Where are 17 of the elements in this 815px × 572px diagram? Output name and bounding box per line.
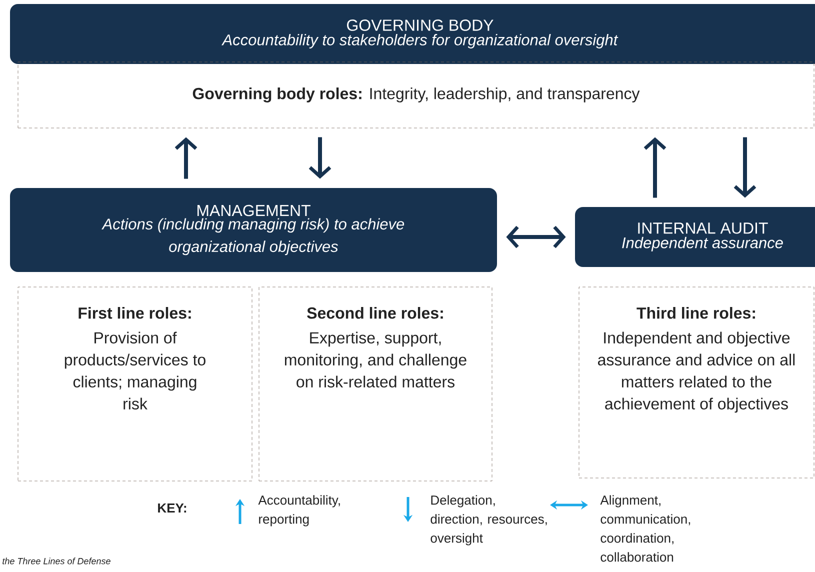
legend-text: Delegation, direction, resources, oversight — [430, 495, 547, 546]
roles-box: First line roles: Provision of products/services to clients; managing risk — [18, 286, 252, 482]
arrow — [308, 137, 332, 179]
arrow — [644, 137, 666, 198]
key-label: KEY: — [158, 504, 186, 512]
header-box: INTERNAL AUDIT Independent assurance — [575, 207, 815, 267]
header-box: GOVERNING BODY Accountability to stakeholders for organizational oversight — [10, 4, 815, 64]
caption-text: the Three Lines of Defense — [2, 558, 110, 564]
arrow — [506, 226, 566, 248]
arrow — [174, 137, 198, 179]
roles-box: Governing body roles: Integrity, leadership, and transparency — [18, 62, 814, 128]
arrow — [734, 137, 756, 198]
roles-box: Second line roles: Expertise, support, monitoring, and challenge on risk-related matters — [258, 286, 492, 482]
header-box: MANAGEMENT Actions (including managing risk) to achieve organizational objectives — [10, 188, 497, 272]
roles-box: Third line roles: Independent and objective assurance and advice on all matters related to the achievement of objectives — [578, 286, 814, 478]
legend-text: Alignment, communication, coordination, collaboration — [600, 495, 690, 562]
legend-text: Accountability, reporting — [258, 495, 340, 526]
